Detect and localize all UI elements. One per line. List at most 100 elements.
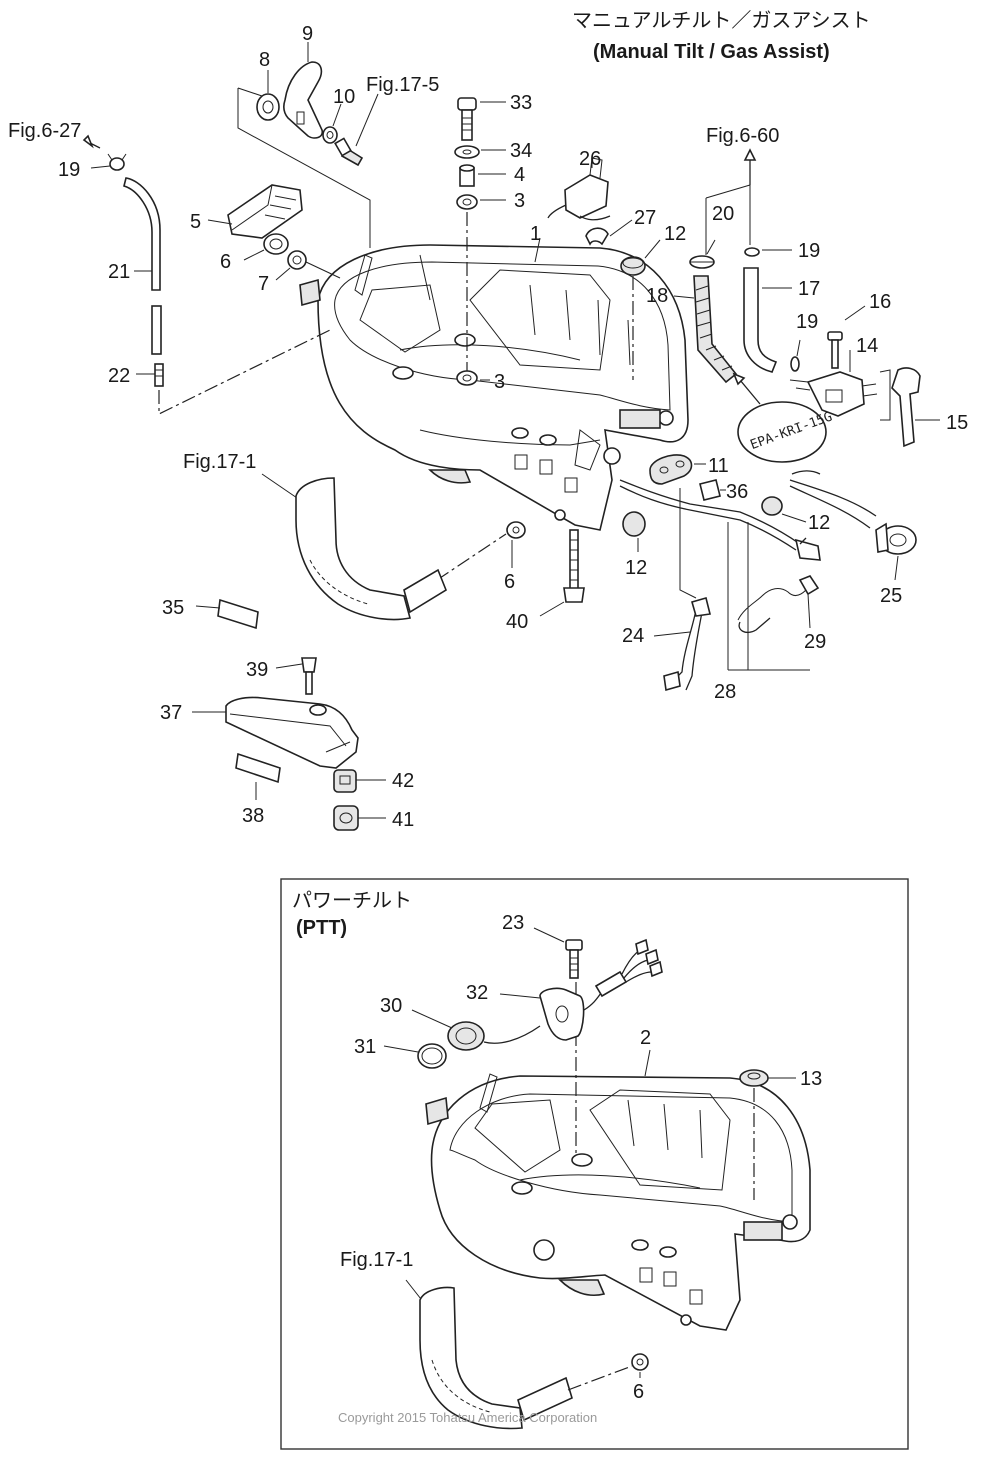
part-label-23: 23 [502,912,524,934]
part-label-12c: 12 [625,557,647,579]
part-label-34: 34 [510,140,532,162]
ref-fig-17-1-top: Fig.17-1 [183,451,256,473]
part-29-lanyard [737,575,820,634]
part-label-6c: 6 [633,1381,644,1403]
part-label-19c: 19 [796,311,818,333]
clamp-bracket-ptt [419,1286,573,1430]
part-16-screw [827,331,843,369]
ref-fig-6-60: Fig.6-60 [706,125,779,147]
part-32-bracket [539,983,611,1041]
part-9-lock-lever [282,61,324,139]
part-30-plug [447,1021,541,1051]
part-label-10: 10 [333,86,355,108]
part-37-rest [225,696,359,769]
part-label-35: 35 [162,597,184,619]
ref-fig-17-1-ptt: Fig.17-1 [340,1249,413,1271]
part-label-28: 28 [714,681,736,703]
part-label-37: 37 [160,702,182,724]
part-28-wire-harness [619,479,821,561]
ptt-title-japanese: パワーチルト [292,888,412,912]
copyright-text: Copyright 2015 Tohatsu America Corporati… [338,1410,597,1425]
part-label-21: 21 [108,261,130,283]
part-25-harness [789,470,917,555]
part-6-washer [506,521,526,539]
part-label-42: 42 [392,770,414,792]
part-label-40: 40 [506,611,528,633]
part-21-hose [123,177,162,355]
part-label-25: 25 [880,585,902,607]
part-label-14: 14 [856,335,878,357]
clamp-bracket-top [295,477,447,621]
part-label-4: 4 [514,164,525,186]
part-label-33: 33 [510,92,532,114]
part-3-grommet-b [456,370,478,386]
part-label-2: 2 [640,1027,651,1049]
part-15-lever [891,367,921,448]
title-english: (Manual Tilt / Gas Assist) [593,41,830,63]
part-label-16: 16 [869,291,891,313]
ptt-wire-pigtail [594,938,663,998]
part-label-20: 20 [712,203,734,225]
part-label-9: 9 [302,23,313,45]
part-40-bolt [563,529,585,603]
part-34-washer [454,145,480,159]
part-14-connector [789,371,878,417]
part-label-8: 8 [259,49,270,71]
part-33-bolt [457,97,477,141]
part-label-32: 32 [466,982,488,1004]
part-label-5: 5 [190,211,201,233]
part-label-18: 18 [646,285,668,307]
part-4-collar [459,164,475,187]
part-label-15: 15 [946,412,968,434]
part-22-fitting [154,363,164,387]
ref-fig-17-5: Fig.17-5 [366,74,439,96]
part-label-11: 11 [708,455,729,477]
part-12-plug-b [761,496,783,516]
part-label-6a: 6 [220,251,231,273]
bottom-cowl-manual [299,244,689,531]
part-24-wire [663,597,711,692]
part-38-label [235,752,281,784]
ptt-title-english: (PTT) [296,917,347,939]
part-6-washer-ptt [631,1353,649,1371]
part-label-3b: 3 [494,371,505,393]
part-19-clip-c [790,356,800,372]
part-label-7: 7 [258,273,269,295]
ptt-box [280,878,909,1450]
part-26-switch [547,157,611,221]
part-41-pad [333,805,359,831]
part-20-clamp [689,255,715,269]
part-39-bolt [301,657,317,695]
part-13-grommet [739,1069,769,1087]
part-label-22: 22 [108,365,130,387]
part-23-bolt [565,939,583,979]
title-japanese: マニュアルチルト／ガスアシスト [572,8,871,32]
part-label-41: 41 [392,809,414,831]
part-10-washer [322,126,338,144]
part-label-39: 39 [246,659,268,681]
part-35-label [217,598,259,630]
part-18-braided-hose [693,275,738,384]
part-label-26: 26 [579,148,601,170]
part-17-hose [743,267,778,373]
part-label-6b: 6 [504,571,515,593]
part-label-17: 17 [798,278,820,300]
part-42-pad [333,769,357,793]
part-12-plug-c [622,511,646,537]
part-31-oring [417,1043,447,1069]
part-27-clip [585,227,609,246]
part-3-grommet-a [456,194,478,210]
part-label-24: 24 [622,625,644,647]
part-6-collar [263,233,289,255]
part-19-clip-b [744,247,760,257]
part-label-19a: 19 [58,159,80,181]
part-label-12b: 12 [808,512,830,534]
part-19-clip-a [107,153,127,171]
part-label-12a: 12 [664,223,686,245]
part-label-29: 29 [804,631,826,653]
part-7-bushing [287,250,307,270]
part-label-27: 27 [634,207,656,229]
part-label-36: 36 [726,481,748,503]
part-36-label [699,479,721,501]
